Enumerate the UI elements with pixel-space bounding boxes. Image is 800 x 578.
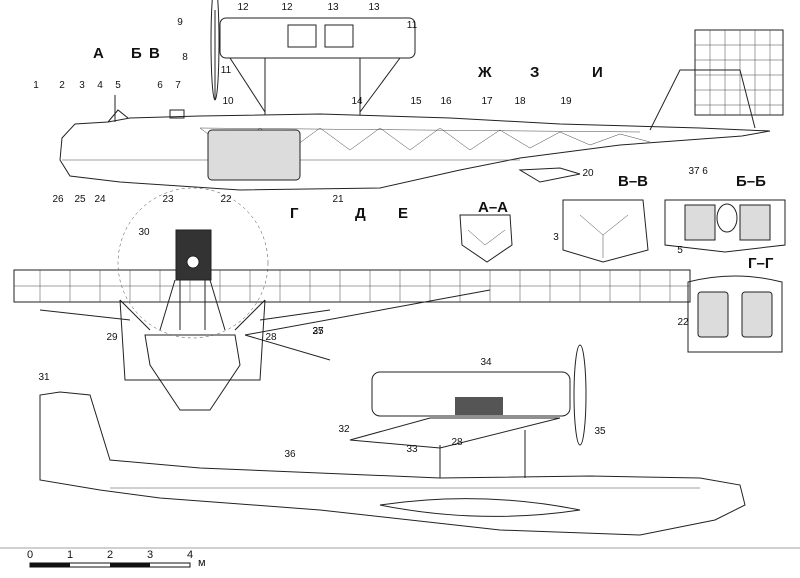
scale-tick-label: 2 (107, 549, 113, 561)
plan-view-hull-bow (144, 334, 241, 411)
callout-label: 16 (440, 96, 452, 107)
section-mark: З (530, 64, 539, 81)
scale-unit-label: м (198, 557, 206, 569)
section-v-v-drawing (562, 199, 649, 263)
hull-step (518, 167, 581, 183)
callout-label: 33 (406, 444, 418, 455)
propeller-disc-plan (117, 187, 269, 339)
fuel-tank-side (207, 129, 301, 181)
section-mark: Б (131, 45, 142, 62)
scale-tick-label: 0 (27, 549, 33, 561)
callout-label: 22 (677, 317, 689, 328)
callout-label: 3 (553, 232, 559, 243)
bottom-engine-nacelle (349, 344, 587, 478)
callout-label: 8 (182, 52, 188, 63)
side-view-hull (59, 113, 771, 191)
callout-label: 18 (514, 96, 526, 107)
section-mark: А (93, 45, 104, 62)
callout-label: 32 (338, 424, 350, 435)
callout-label: 13 (368, 2, 380, 13)
section-title: В–В (618, 173, 648, 190)
callout-label: 22 (220, 194, 232, 205)
section-a-a-drawing (459, 214, 513, 263)
callout-label: 19 (560, 96, 572, 107)
callout-label: 26 (52, 194, 64, 205)
callout-label: 28 (265, 332, 277, 343)
scale-tick-label: 3 (147, 549, 153, 561)
plan-view-wing (13, 269, 691, 303)
callout-label: 9 (177, 17, 183, 28)
callout-label: 11 (221, 65, 232, 76)
callout-label: 35 (312, 326, 324, 337)
callout-label: 31 (38, 372, 50, 383)
callout-label: 21 (332, 194, 344, 205)
cockpit-area (107, 95, 185, 123)
section-mark: Е (398, 205, 408, 222)
section-b-b-drawing (664, 199, 786, 253)
callout-label: 25 (74, 194, 86, 205)
callout-label: 6 (157, 80, 163, 91)
callout-label: 36 (284, 449, 296, 460)
callout-label: 6 (702, 166, 708, 177)
callout-label: 12 (281, 2, 293, 13)
bottom-side-view-hull (39, 391, 746, 536)
callout-label: 30 (138, 227, 150, 238)
callout-label: 13 (327, 2, 339, 13)
callout-label: 10 (222, 96, 234, 107)
propeller-hub-plan (186, 255, 200, 269)
scale-bar: 0 1 2 3 4м (27, 549, 206, 569)
section-titles: А–А В–В Б–Б Г–Г (478, 173, 774, 272)
callout-label: 11 (407, 20, 418, 31)
callout-label: 27 (312, 326, 324, 337)
engine-nacelle-side (214, 10, 416, 115)
callout-label: 37 (688, 166, 700, 177)
section-mark: В (149, 45, 160, 62)
callout-label: 3 (79, 80, 85, 91)
section-mark: Г (290, 205, 299, 222)
callout-label: 34 (480, 357, 492, 368)
section-title: А–А (478, 199, 508, 216)
callout-label: 15 (410, 96, 422, 107)
callout-label: 20 (582, 168, 594, 179)
propeller-side (210, 0, 220, 101)
section-title: Г–Г (748, 255, 774, 272)
callout-label: 24 (94, 194, 106, 205)
section-mark: И (592, 64, 603, 81)
section-g-g-drawing (687, 275, 783, 353)
plan-view-struts (119, 279, 491, 361)
callout-label: 5 (677, 245, 683, 256)
tail-fin-side (649, 29, 784, 131)
scale-tick-label: 1 (67, 549, 73, 561)
section-mark: Ж (477, 64, 492, 81)
callout-label: 7 (175, 80, 181, 91)
plan-view-center-section (119, 299, 266, 381)
section-title: Б–Б (736, 173, 766, 190)
plan-view-stabilizer (39, 309, 331, 321)
callout-label: 35 (594, 426, 606, 437)
callout-label: 5 (115, 80, 121, 91)
callout-label: 2 (59, 80, 65, 91)
section-mark: Д (355, 205, 366, 222)
scale-tick-label: 4 (187, 549, 193, 561)
callout-label: 23 (162, 194, 174, 205)
callout-label: 29 (106, 332, 118, 343)
callout-label: 28 (451, 437, 463, 448)
callout-label: 12 (237, 2, 249, 13)
callout-label: 4 (97, 80, 103, 91)
engine-radiator-plan (175, 229, 212, 281)
callout-label: 17 (481, 96, 493, 107)
callout-label: 1 (33, 80, 39, 91)
callout-label: 14 (351, 96, 363, 107)
